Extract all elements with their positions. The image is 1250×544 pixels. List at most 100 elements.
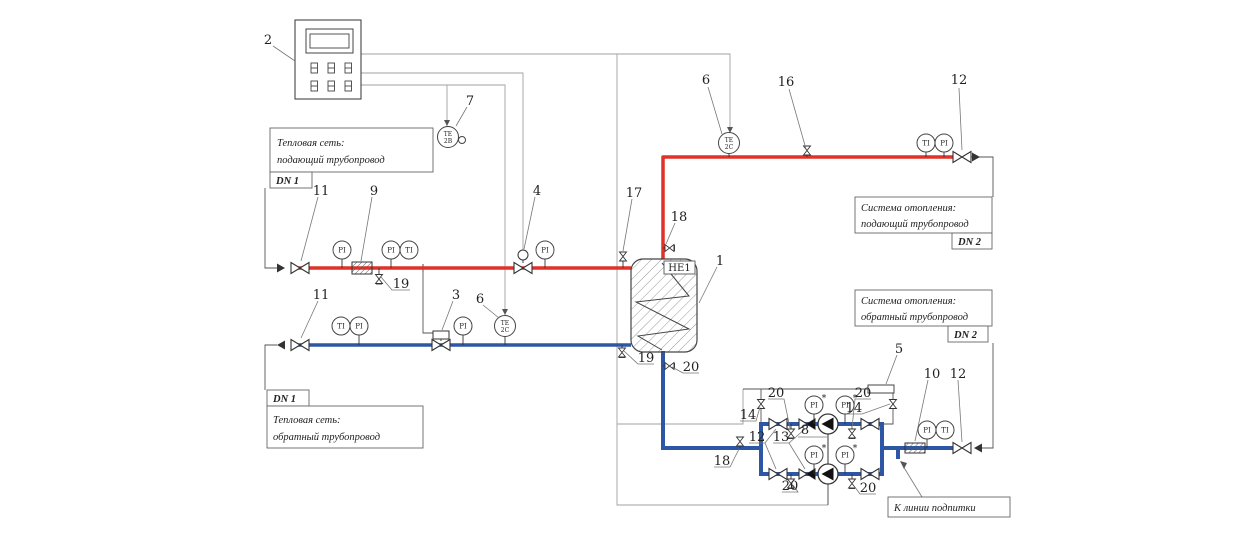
secondary-supply-pipe — [661, 155, 954, 259]
vent-valve-17 — [619, 251, 627, 268]
heat-exchanger: HE1 — [630, 258, 698, 353]
callout-1: 1 — [716, 254, 724, 269]
callout-20: 20 — [782, 479, 799, 494]
wire-arrowheads — [444, 120, 733, 315]
callout-20: 20 — [683, 360, 700, 375]
check-valve-13-bottom — [798, 468, 816, 480]
vent-valve-18-return — [736, 436, 744, 448]
svg-text:обратный трубопровод: обратный трубопровод — [273, 432, 380, 443]
callout-6: 6 — [702, 73, 710, 88]
heat-exchanger-tag: HE1 — [668, 263, 690, 274]
callout-3: 3 — [452, 288, 460, 303]
svg-text:PI: PI — [387, 247, 395, 255]
callout-20: 20 — [855, 386, 872, 401]
pressure-gauge: PI * — [835, 444, 858, 474]
svg-text:PI: PI — [338, 247, 346, 255]
flow-arrows — [277, 152, 982, 453]
pressure-gauge: PI * — [804, 394, 827, 424]
svg-text:ТЕ: ТЕ — [725, 137, 733, 144]
strainer-9 — [351, 261, 373, 275]
svg-text:К линии подпитки: К линии подпитки — [893, 503, 976, 514]
controller-wiring — [361, 53, 828, 506]
svg-text:подающий трубопровод: подающий трубопровод — [861, 219, 969, 230]
svg-text:PI: PI — [810, 402, 818, 410]
svg-text:ТЕ: ТЕ — [444, 131, 452, 138]
gauge-star: * — [822, 394, 827, 404]
pressure-gauge: PI — [453, 316, 473, 345]
pressure-gauge: PI — [349, 316, 369, 345]
temperature-gauge: TI — [916, 133, 936, 157]
strainer-10 — [904, 442, 926, 454]
dn-tag: DN 2 — [957, 237, 982, 248]
vent-valve-14-left — [757, 399, 765, 409]
callout-8: 8 — [801, 423, 809, 438]
valve-12-pump-top-left — [768, 417, 788, 431]
callout-numbers: 2 7 6 16 12 11 9 4 17 18 1 19 3 6 11 19 … — [264, 33, 967, 496]
pump-bottom — [817, 463, 839, 485]
callout-20: 20 — [768, 386, 785, 401]
pressure-gauge: PI — [934, 133, 954, 157]
impulse-line — [422, 264, 434, 334]
callout-10: 10 — [924, 367, 941, 382]
callout-4: 4 — [533, 184, 541, 199]
svg-text:Тепловая сеть:: Тепловая сеть: — [273, 415, 340, 426]
svg-text:2С: 2С — [501, 327, 510, 334]
svg-text:2В: 2В — [444, 138, 453, 145]
callout-14: 14 — [846, 401, 863, 416]
pressure-gauge: PI * — [804, 444, 827, 474]
vent-valve-14-right — [889, 399, 897, 409]
svg-text:PI: PI — [841, 452, 849, 460]
svg-text:PI: PI — [459, 323, 467, 331]
valve-11-return — [290, 338, 310, 352]
svg-text:ТЕ: ТЕ — [501, 320, 509, 327]
svg-text:PI: PI — [541, 247, 549, 255]
callout-19: 19 — [638, 351, 655, 366]
vent-valve-16 — [803, 145, 811, 157]
callout-11: 11 — [313, 288, 330, 303]
label-makeup-line: К линии подпитки — [887, 496, 1011, 518]
controller-buttons — [310, 62, 352, 92]
drain-valve-20-he — [663, 362, 675, 370]
callout-5: 5 — [895, 342, 903, 357]
pressure-gauge: PI — [381, 240, 401, 268]
svg-text:подающий трубопровод: подающий трубопровод — [277, 155, 385, 166]
sensor-bulb — [458, 136, 466, 144]
label-system-supply: Система отопления: подающий трубопровод … — [854, 196, 993, 250]
supply-temp-sensor: ТЕ 2С — [718, 132, 740, 157]
callout-7: 7 — [466, 94, 474, 109]
callout-20: 20 — [860, 481, 877, 496]
svg-text:TI: TI — [405, 247, 413, 255]
pressure-gauge: PI — [917, 420, 937, 448]
vent-valve-18-supply — [663, 244, 675, 252]
valve-12-sys-return — [952, 441, 972, 455]
outdoor-temp-sensor: ТЕ 2В — [437, 126, 466, 148]
dn-tag: DN 2 — [953, 330, 978, 341]
temperature-gauge: TI — [399, 240, 419, 260]
svg-text:PI: PI — [810, 452, 818, 460]
flow-restrictor — [867, 384, 895, 394]
drain-valve-20-bottom-left — [787, 474, 795, 489]
callout-16: 16 — [778, 75, 795, 90]
controller — [294, 19, 362, 100]
svg-text:Система отопления:: Система отопления: — [861, 296, 956, 307]
svg-text:PI: PI — [355, 323, 363, 331]
valve-12-pump-bottom-left — [768, 467, 788, 481]
valve-12-sys-supply — [952, 150, 972, 164]
drain-valve-20-bottom-right — [848, 474, 856, 489]
callout-9: 9 — [370, 184, 378, 199]
drain-valve-19-supply — [375, 268, 383, 285]
label-system-return: Система отопления: обратный трубопровод … — [854, 289, 993, 343]
callout-14: 14 — [740, 408, 757, 423]
svg-text:обратный трубопровод: обратный трубопровод — [861, 312, 968, 323]
svg-text:TI: TI — [922, 140, 930, 148]
gauge-star: * — [853, 444, 858, 454]
valve-12-pump-bottom-right — [860, 467, 880, 481]
temperature-gauge: TI — [935, 420, 955, 440]
svg-text:PI: PI — [940, 140, 948, 148]
valve-11-supply — [290, 261, 310, 275]
callout-2: 2 — [264, 33, 272, 48]
svg-text:PI: PI — [841, 402, 849, 410]
callout-17: 17 — [626, 186, 643, 201]
callout-19: 19 — [393, 277, 410, 292]
makeup-leader — [900, 461, 923, 498]
